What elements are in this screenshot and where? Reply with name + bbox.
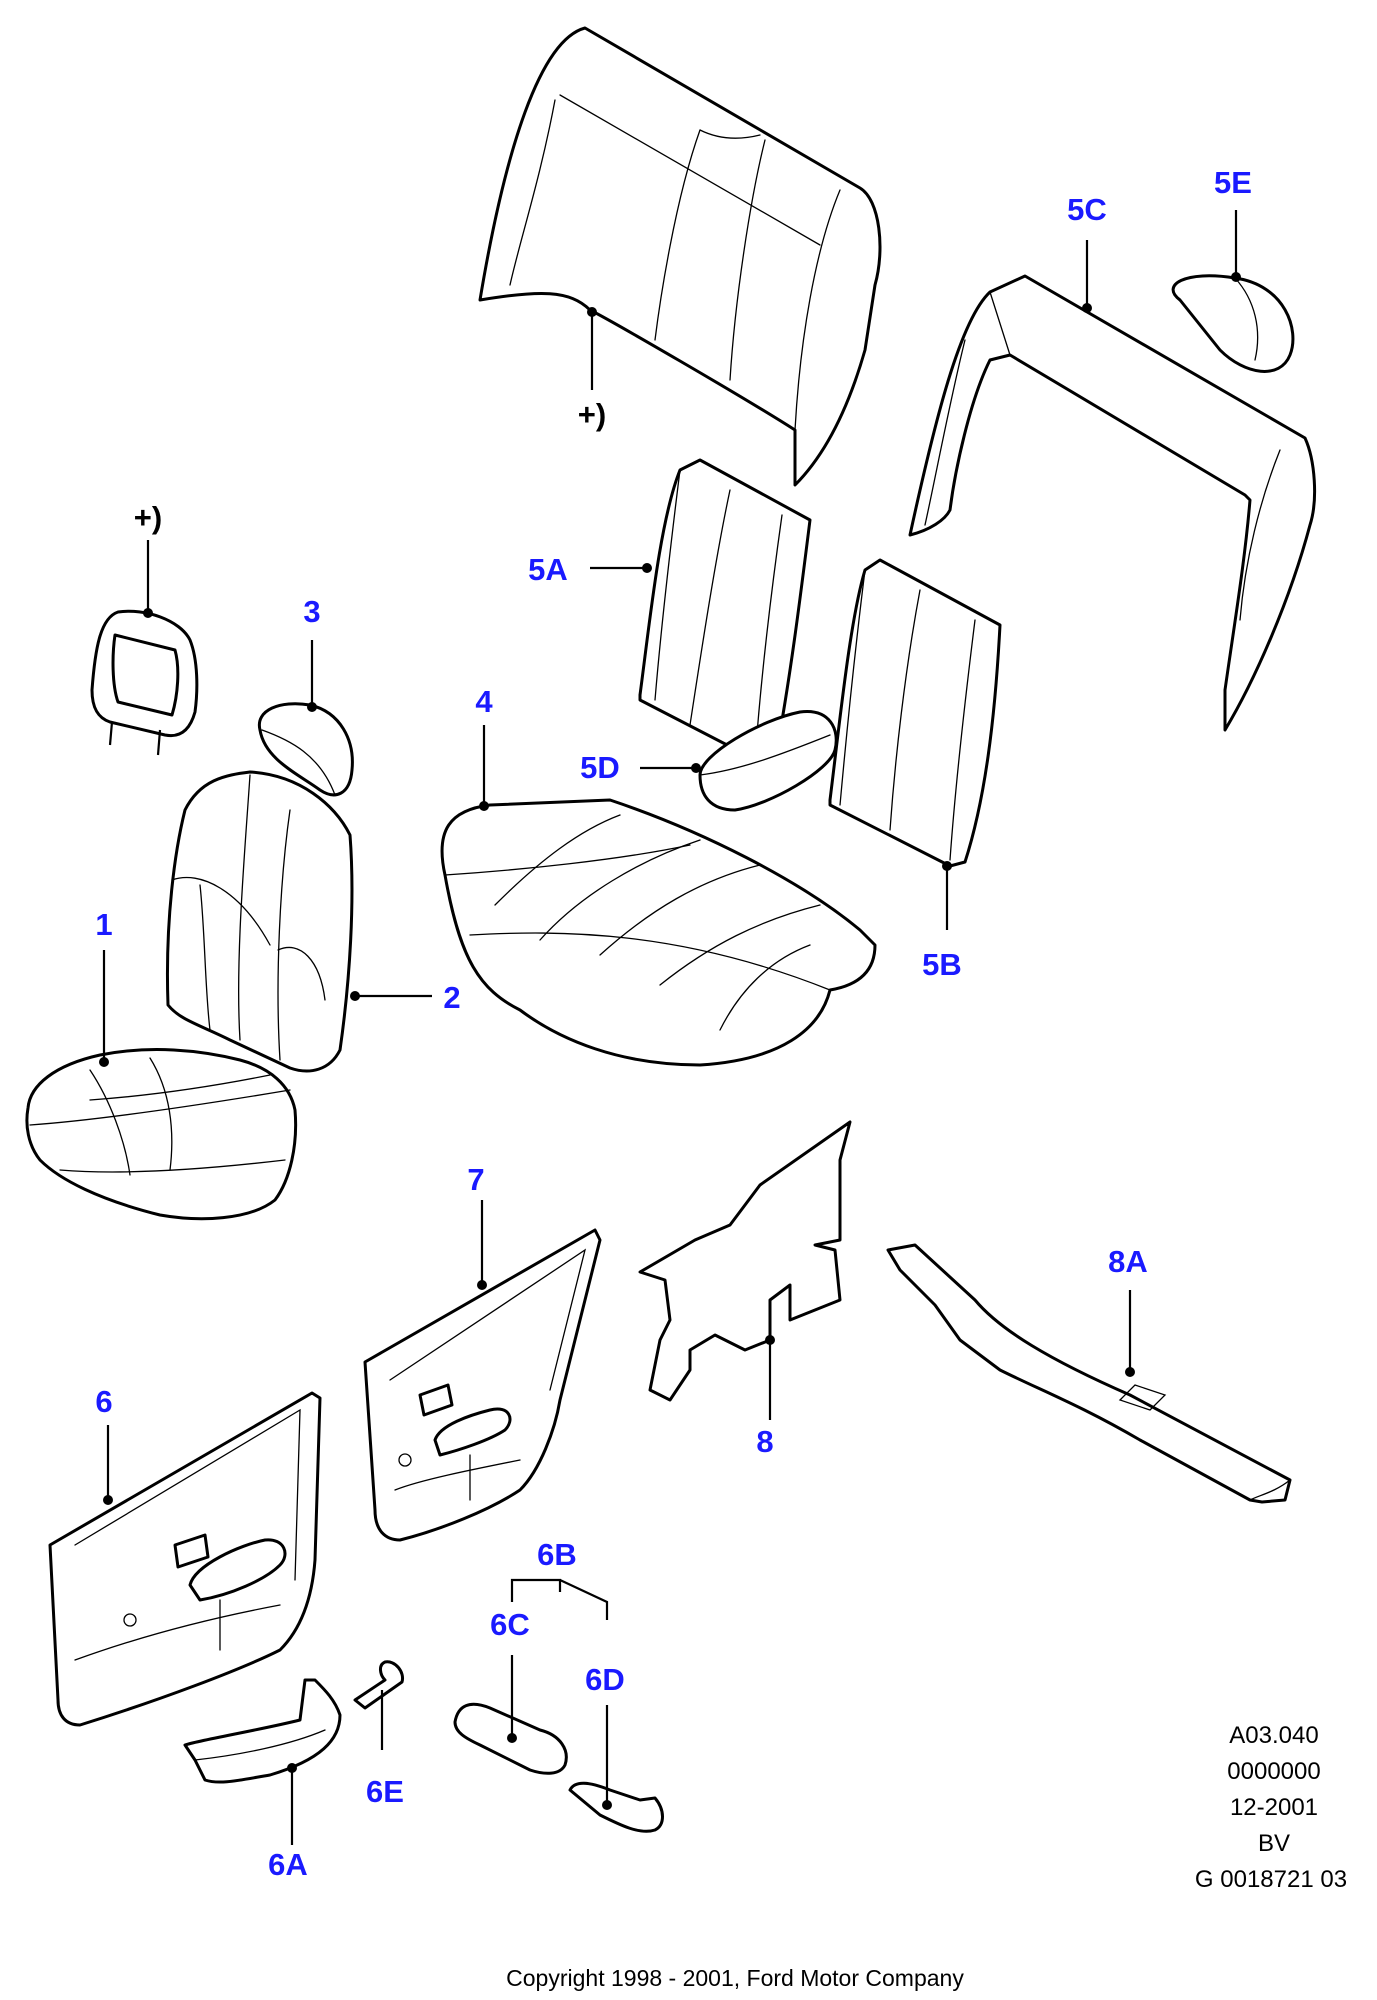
callout-5a: 5A	[528, 552, 568, 587]
callout-6e: 6E	[366, 1774, 404, 1809]
callout-7: 7	[467, 1162, 484, 1197]
callout-8: 8	[756, 1424, 773, 1459]
callout-5e: 5E	[1214, 165, 1252, 200]
backrest-frame-part	[908, 240, 1317, 732]
rear-backrest-5a-part	[590, 458, 812, 764]
headrest-5e-part	[1171, 210, 1295, 373]
front-cushion-part	[25, 950, 298, 1221]
headrest-frame-part	[90, 540, 199, 756]
rear-door-trim-part	[363, 1200, 602, 1542]
front-headrest-part	[257, 640, 354, 797]
armrest-part	[640, 710, 838, 812]
ref-line-4: BV	[1258, 1830, 1290, 1857]
rear-backrest-part	[478, 26, 882, 487]
insulator-part	[638, 1120, 852, 1420]
callout-6b: 6B	[537, 1537, 577, 1572]
front-backrest-part	[165, 770, 432, 1073]
callout-2: 2	[443, 980, 460, 1015]
ref-line-1: A03.040	[1229, 1722, 1318, 1749]
callout-8a: 8A	[1108, 1244, 1148, 1279]
callout-1: 1	[95, 907, 112, 942]
callout-5b: 5B	[922, 947, 962, 982]
note-headrest-plus: +)	[134, 500, 162, 535]
cover-6c-part	[453, 1655, 568, 1775]
door-pocket-part	[183, 1678, 342, 1845]
copyright-text: Copyright 1998 - 2001, Ford Motor Compan…	[506, 1965, 964, 1991]
callout-6d: 6D	[585, 1662, 625, 1697]
ref-line-5: G 0018721 03	[1195, 1866, 1347, 1893]
callout-6c: 6C	[490, 1607, 530, 1642]
rear-cushion-part	[440, 725, 877, 1067]
callout-3: 3	[303, 594, 320, 629]
callout-6a: 6A	[268, 1847, 308, 1882]
rear-backrest-5b-part	[828, 558, 1002, 930]
callout-5c: 5C	[1067, 192, 1107, 227]
callout-4: 4	[475, 684, 493, 719]
callout-5d: 5D	[580, 750, 620, 785]
handle-part	[353, 1660, 405, 1750]
bracket-6b-leader	[510, 1578, 609, 1620]
front-door-trim-part	[48, 1391, 322, 1727]
cover-6d-part	[568, 1705, 664, 1833]
floor-rail-part	[886, 1243, 1292, 1504]
callout-6: 6	[95, 1384, 112, 1419]
ref-line-2: 0000000	[1227, 1758, 1320, 1785]
note-backrest-plus: +)	[578, 397, 606, 432]
ref-line-3: 12-2001	[1230, 1794, 1318, 1821]
